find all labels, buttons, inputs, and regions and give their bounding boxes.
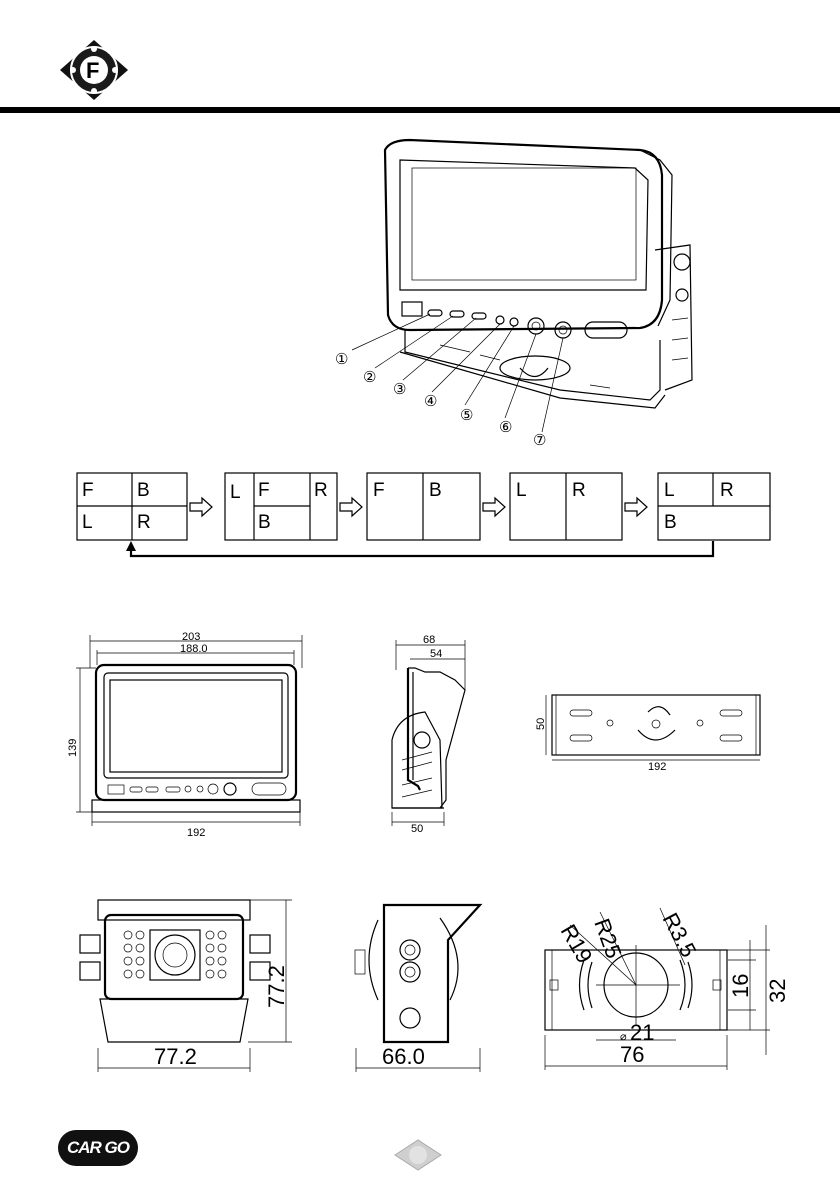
dim-camera-side-width: 66.0	[382, 1044, 425, 1069]
dim-camera-height: 77.2	[264, 965, 289, 1008]
dim-camera-bracket-length: 76	[620, 1042, 644, 1067]
camera-front-view: 77.2 77.2	[80, 900, 292, 1072]
dim-slot-width: 16	[728, 974, 753, 998]
camera-side-view: 66.0	[355, 905, 480, 1072]
footer: CAR GO	[0, 1120, 840, 1192]
dim-camera-width: 77.2	[154, 1044, 197, 1069]
page-badge-icon	[0, 1120, 840, 1192]
dim-radius-3-5: R3.5	[658, 909, 702, 962]
dim-bracket-total-height: 32	[765, 979, 790, 1003]
camera-bracket-view: R19 R25 R3.5 ⌀ 21 16 32 76	[545, 908, 790, 1070]
